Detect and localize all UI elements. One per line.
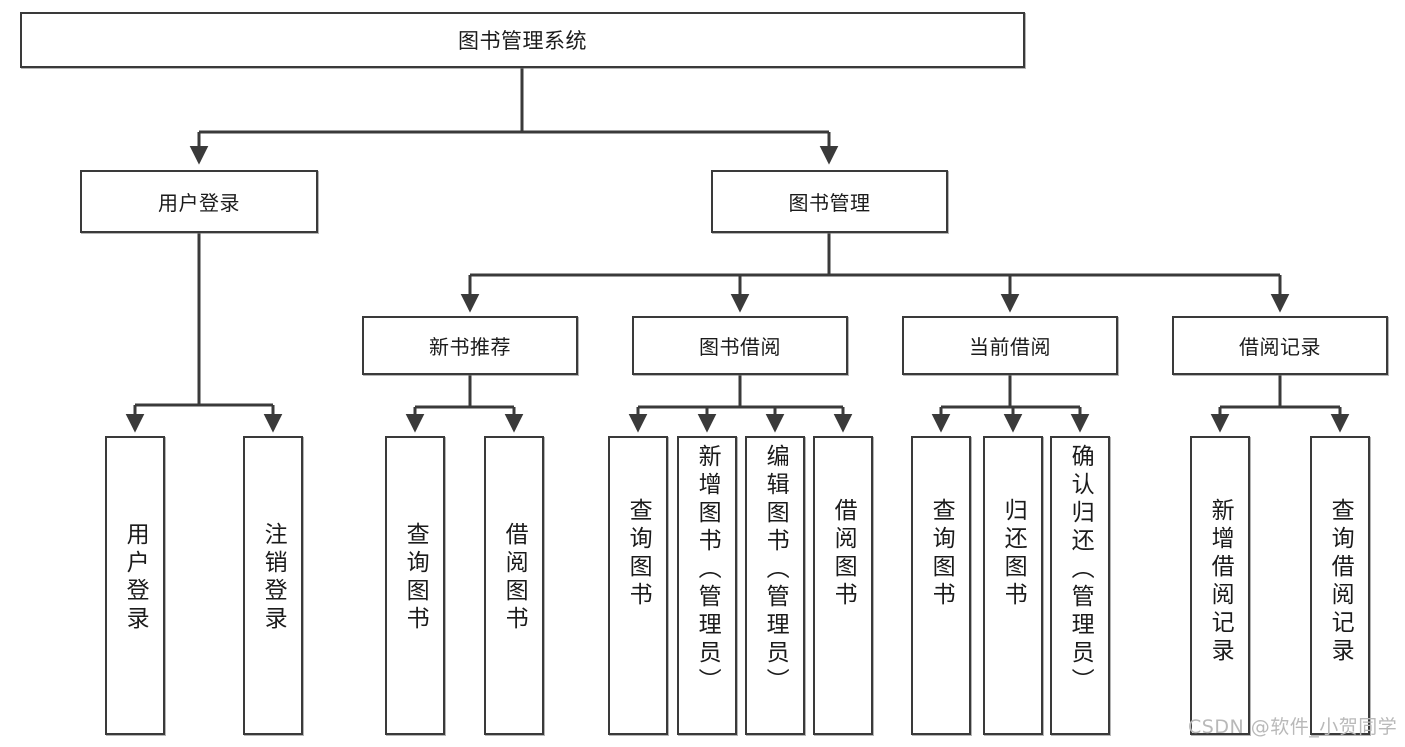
node-leaf-add-record-label: 新增借阅记录 <box>1207 498 1234 666</box>
node-leaf-query-book-2-label: 查询图书 <box>625 498 652 610</box>
watermark: CSDN @软件_小贺同学 <box>1188 716 1398 738</box>
node-borrow-record[interactable]: 借阅记录 <box>1172 316 1388 375</box>
node-leaf-user-login[interactable]: 用户登录 <box>105 436 165 735</box>
node-current-borrow[interactable]: 当前借阅 <box>902 316 1118 375</box>
node-root-label: 图书管理系统 <box>458 29 587 53</box>
node-leaf-return-book-label: 归还图书 <box>1000 498 1027 610</box>
node-leaf-confirm-return[interactable]: 确认归还（管理员） <box>1050 436 1110 735</box>
node-leaf-add-record[interactable]: 新增借阅记录 <box>1190 436 1250 735</box>
node-book-borrow-label: 图书借阅 <box>699 335 781 359</box>
node-new-book-recommend-label: 新书推荐 <box>429 335 511 359</box>
node-leaf-borrow-book-1-label: 借阅图书 <box>501 522 528 634</box>
node-leaf-borrow-book-2[interactable]: 借阅图书 <box>813 436 873 735</box>
node-leaf-query-record[interactable]: 查询借阅记录 <box>1310 436 1370 735</box>
node-leaf-user-login-label: 用户登录 <box>122 522 149 634</box>
node-leaf-edit-book-label: 编辑图书（管理员） <box>762 444 789 696</box>
node-leaf-return-book[interactable]: 归还图书 <box>983 436 1043 735</box>
node-user-login[interactable]: 用户登录 <box>80 170 318 233</box>
node-borrow-record-label: 借阅记录 <box>1239 335 1321 359</box>
node-leaf-confirm-return-label: 确认归还（管理员） <box>1067 444 1094 696</box>
node-leaf-query-book-1-label: 查询图书 <box>402 522 429 634</box>
node-user-login-label: 用户登录 <box>158 191 240 215</box>
node-leaf-logout-label: 注销登录 <box>260 522 287 634</box>
node-leaf-borrow-book-2-label: 借阅图书 <box>830 498 857 610</box>
node-leaf-logout[interactable]: 注销登录 <box>243 436 303 735</box>
node-leaf-query-record-label: 查询借阅记录 <box>1327 498 1354 666</box>
node-leaf-edit-book[interactable]: 编辑图书（管理员） <box>745 436 805 735</box>
node-book-borrow[interactable]: 图书借阅 <box>632 316 848 375</box>
node-leaf-borrow-book-1[interactable]: 借阅图书 <box>484 436 544 735</box>
node-leaf-add-book[interactable]: 新增图书（管理员） <box>677 436 737 735</box>
node-leaf-query-book-1[interactable]: 查询图书 <box>385 436 445 735</box>
node-leaf-query-book-2[interactable]: 查询图书 <box>608 436 668 735</box>
node-leaf-add-book-label: 新增图书（管理员） <box>694 444 721 696</box>
node-leaf-query-book-3-label: 查询图书 <box>928 498 955 610</box>
node-leaf-query-book-3[interactable]: 查询图书 <box>911 436 971 735</box>
node-book-manage[interactable]: 图书管理 <box>711 170 948 233</box>
node-book-manage-label: 图书管理 <box>788 191 871 215</box>
node-new-book-recommend[interactable]: 新书推荐 <box>362 316 578 375</box>
node-current-borrow-label: 当前借阅 <box>969 335 1051 359</box>
node-root[interactable]: 图书管理系统 <box>20 12 1025 68</box>
